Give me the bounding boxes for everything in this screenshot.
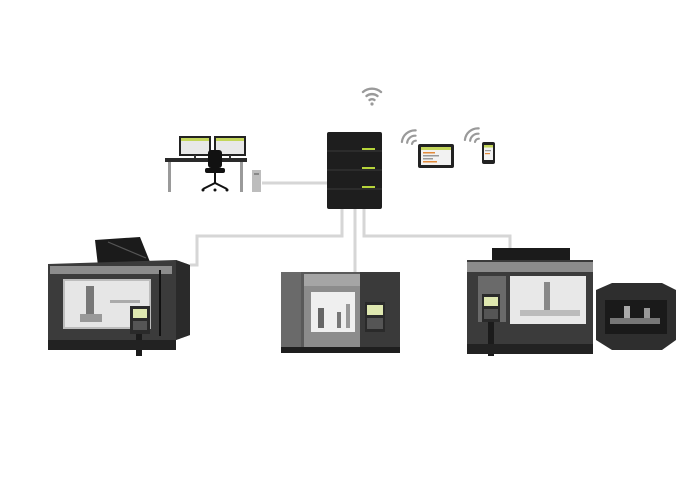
wifi-icon-tablet [400,129,417,146]
cnc-machine-icon [48,237,190,356]
cnc-machine-with-pallet-changer-icon [467,248,676,356]
cnc-machine-icon [281,272,400,353]
server-indicator [362,167,375,169]
wifi-icon-server [361,87,383,106]
smartphone-icon [482,142,495,164]
tablet-icon [418,144,454,168]
edge-server-machine-left [190,209,344,267]
server-indicator [362,186,375,188]
server-rack-icon [327,132,382,209]
desk-workstation-icon [165,136,261,192]
wifi-icon-smartphone [463,127,480,144]
edge-server-machine-right [362,209,512,250]
server-indicator [362,148,375,150]
connector-lines [190,181,512,272]
